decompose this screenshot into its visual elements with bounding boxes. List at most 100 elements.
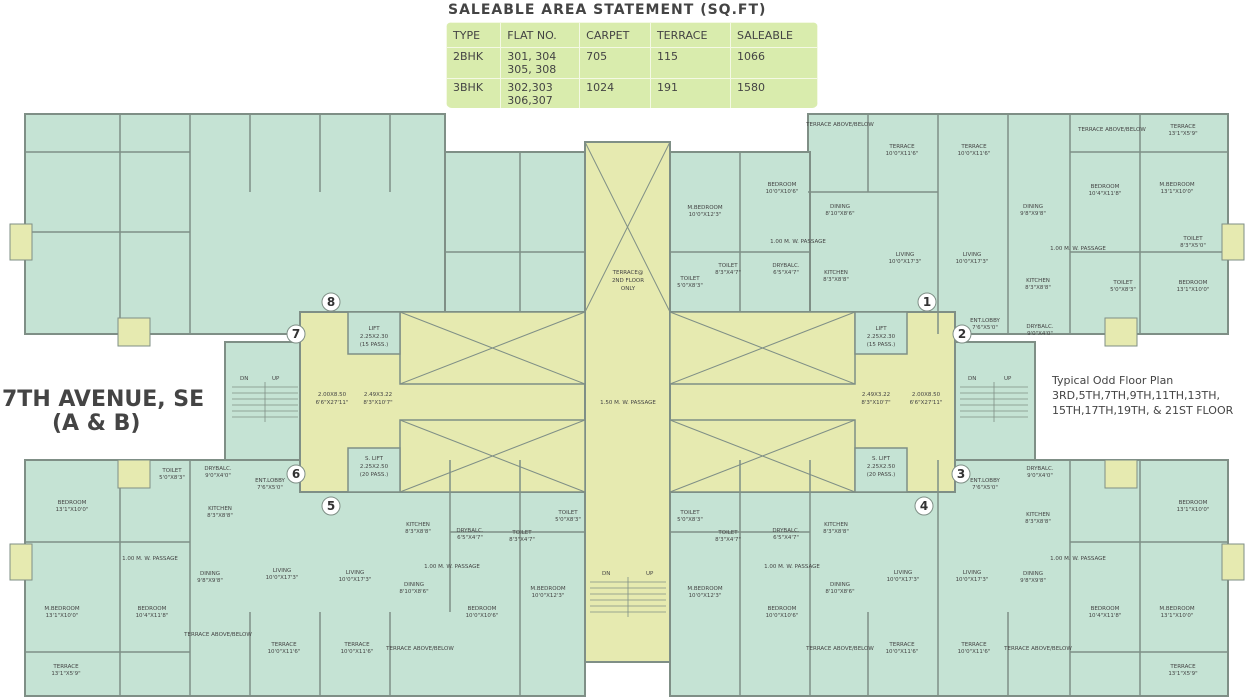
room-label: TERRACE [960, 642, 987, 648]
room-label: KITCHEN [1026, 512, 1050, 518]
room-dim: 13'1"X10'0" [1177, 287, 1210, 293]
floor-plan: 1 2 3 4 5 6 7 8 1.50 M. W. PASSAGE TERRA… [9, 113, 1245, 697]
room-dim: 10'0"X17'3" [956, 577, 989, 583]
room-dim: 8'10"X8'6" [825, 211, 854, 217]
room-label: TOILET [1112, 280, 1133, 286]
stair-dn-label: DN [240, 376, 248, 382]
service-lift-right-capacity: (20 PASS.) [867, 472, 896, 478]
room-dim: 13'1"X5'9" [1168, 671, 1197, 677]
room-dim: 10'0"X11'6" [958, 151, 991, 157]
room-walls [25, 114, 1228, 696]
room-label: DINING [1023, 571, 1043, 577]
room-dim: 5'0"X8'3" [159, 475, 185, 481]
room-label: ENT.LOBBY [970, 478, 1000, 484]
room-label: 1.00 M. W. PASSAGE [764, 564, 820, 570]
room-label: DRYBALC. [1026, 466, 1054, 472]
room-dim: 10'0"X12'3" [689, 212, 722, 218]
cell-carpet: 1024 [579, 78, 651, 108]
room-label: M.BEDROOM [1159, 606, 1194, 612]
room-dim: 8'3"X5'0" [1180, 243, 1206, 249]
room-dim: 8'3"X8'8" [823, 277, 849, 283]
room-dim: 7'6"X5'0" [972, 325, 998, 331]
flat-number-7: 7 [292, 327, 300, 341]
lift-left-capacity: (15 PASS.) [360, 342, 389, 348]
room-dim: 8'10"X8'6" [399, 589, 428, 595]
room-label: M.BEDROOM [687, 205, 722, 211]
stair-right [954, 341, 1036, 461]
room-dim: 5'0"X8'3" [677, 517, 703, 523]
service-lift-left-size: 2.25X2.50 [360, 464, 389, 470]
service-lift-right [854, 447, 908, 493]
project-name-line1: 7TH AVENUE, SE [2, 387, 205, 412]
room-label: M.BEDROOM [687, 586, 722, 592]
room-label: 1.00 M. W. PASSAGE [424, 564, 480, 570]
plan-block-top-mid-left [444, 151, 586, 313]
service-lift-right-size: 2.25X2.50 [867, 464, 896, 470]
room-label: TERRACE ABOVE/BELOW [805, 122, 874, 128]
room-label: BEDROOM [1179, 280, 1208, 286]
room-label: TERRACE [343, 642, 370, 648]
flat-number-markers: 1 2 3 4 5 6 7 8 [286, 292, 972, 516]
room-label: KITCHEN [406, 522, 430, 528]
dim-label: 2.49X3.22 [862, 392, 890, 398]
room-label: TERRACE [52, 664, 79, 670]
plan-block-top-right [807, 113, 1229, 335]
table-header-row: TYPE FLAT NO. CARPET TERRACE SALEABLE [446, 22, 818, 48]
room-label: 1.00 M. W. PASSAGE [1050, 246, 1106, 252]
room-dim: 9'8"X9'8" [1020, 211, 1046, 217]
room-dim: 5'0"X8'3" [1110, 287, 1136, 293]
col-saleable: SALEABLE [730, 22, 818, 48]
room-dim: 10'0"X10'6" [766, 189, 799, 195]
flat-number-6: 6 [292, 467, 300, 481]
flat-number-4: 4 [920, 499, 928, 513]
room-dim: 10'0"X11'6" [958, 649, 991, 655]
room-label: TERRACE [270, 642, 297, 648]
room-label: KITCHEN [208, 506, 232, 512]
room-dim: 8'3"X4'7" [715, 270, 741, 276]
lift-right-label: LIFT [875, 326, 887, 332]
room-dim: 6'5"X4'7" [773, 535, 799, 541]
room-label: TOILET [1182, 236, 1203, 242]
flat-number-1: 1 [923, 295, 931, 309]
floor-note-line2: 3RD,5TH,7TH,9TH,11TH,13TH, [1052, 389, 1221, 402]
dim-label: 6'6"X27'11" [910, 400, 943, 406]
room-label: LIVING [894, 570, 912, 576]
col-flat-no: FLAT NO. [500, 22, 581, 48]
room-dim: 10'0"X11'6" [886, 649, 919, 655]
room-label: TOILET [557, 510, 578, 516]
room-label: DRYBALC. [772, 528, 800, 534]
room-dim: 10'0"X11'6" [886, 151, 919, 157]
dim-label: 6'6"X27'11" [316, 400, 349, 406]
room-label: DINING [1023, 204, 1043, 210]
room-labels-flat-6: BEDROOM 13'1"X10'0" TOILET 5'0"X8'3" DRY… [44, 466, 300, 677]
room-label: TOILET [679, 276, 700, 282]
stair-up-label: UP [272, 376, 280, 382]
room-dim: 7'6"X5'0" [972, 485, 998, 491]
room-label: LIVING [273, 568, 291, 574]
flat-number-5: 5 [327, 499, 335, 513]
room-label: BEDROOM [468, 606, 497, 612]
stair-up-label: UP [646, 571, 654, 577]
room-dim: 13'1"X5'9" [51, 671, 80, 677]
room-label: 1.00 M. W. PASSAGE [1050, 556, 1106, 562]
plan-block-bottom-left [24, 459, 586, 697]
room-label: M.BEDROOM [1159, 182, 1194, 188]
room-dim: 7'6"X5'0" [257, 485, 283, 491]
terrace-2nd-label-3: ONLY [621, 286, 636, 292]
room-dim: 9'0"X4'0" [1027, 331, 1053, 337]
room-labels-flat-5: KITCHEN 8'3"X8'8" DRYBALC. 6'5"X4'7" TOI… [339, 510, 581, 655]
project-name: 7TH AVENUE, SE (A & B) [2, 388, 204, 436]
room-label: LIVING [963, 252, 981, 258]
room-label: TERRACE ABOVE/BELOW [385, 646, 454, 652]
room-label: ENT.LOBBY [255, 478, 285, 484]
lift-right [854, 311, 908, 355]
room-dim: 13'1"X10'0" [46, 613, 79, 619]
dim-label: 2.00X8.50 [912, 392, 941, 398]
room-dim: 8'3"X8'8" [1025, 519, 1051, 525]
room-label: TOILET [161, 468, 182, 474]
room-label: 1.00 M. W. PASSAGE [770, 239, 826, 245]
stair-steps-left [232, 382, 298, 422]
room-dim: 8'3"X4'7" [509, 537, 535, 543]
room-dim: 9'0"X4'0" [1027, 473, 1053, 479]
